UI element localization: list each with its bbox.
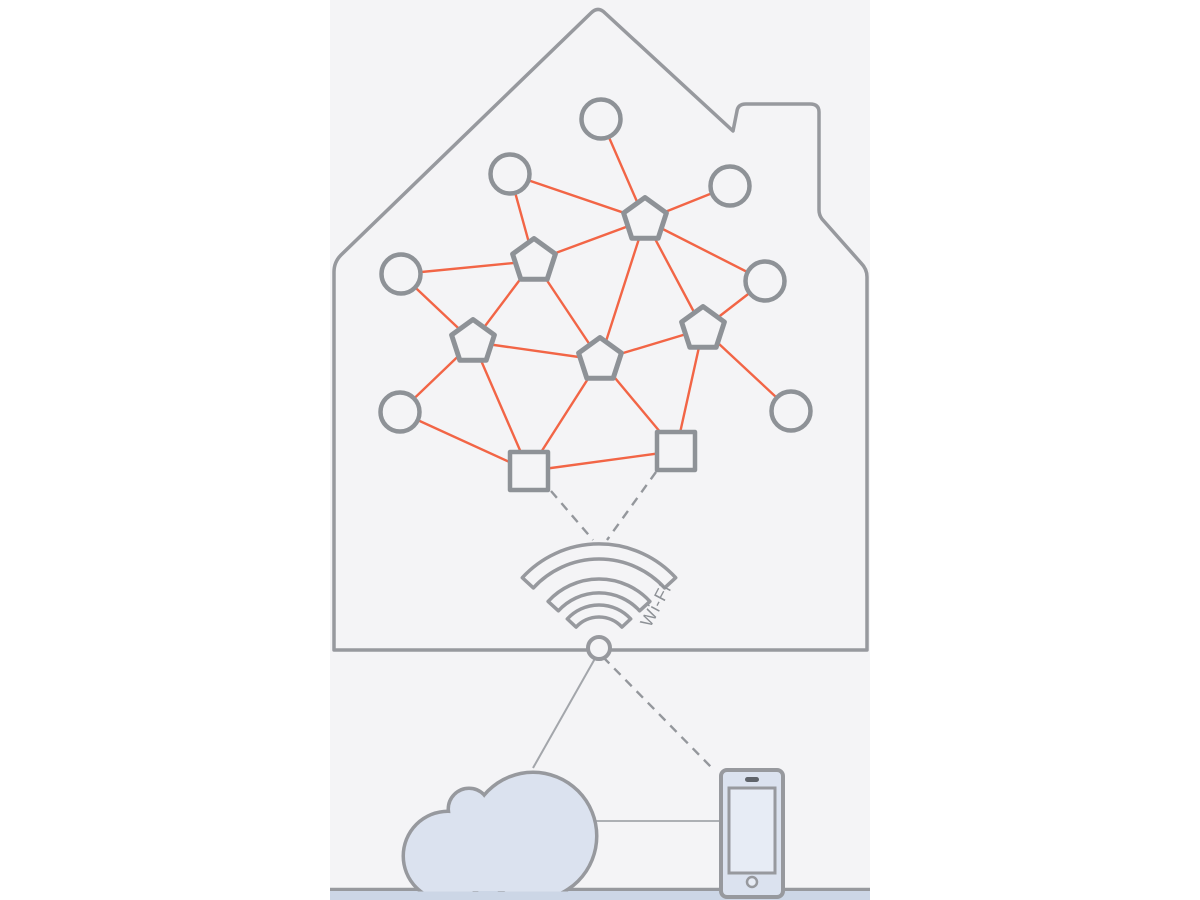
smartphone-icon — [719, 768, 785, 899]
bridge-node — [507, 449, 551, 493]
router-node — [449, 317, 497, 363]
end-device-node — [743, 259, 787, 303]
end-device-node — [579, 97, 623, 141]
router-node — [510, 236, 558, 282]
bridge-node — [654, 429, 698, 473]
mesh-link — [471, 340, 531, 473]
router-node — [576, 335, 624, 381]
mesh-link — [527, 449, 678, 473]
mesh-link — [398, 410, 531, 473]
mesh-link — [399, 259, 536, 276]
wifi-signal-arc — [565, 603, 633, 629]
router-node — [621, 195, 669, 241]
house-outline — [332, 7, 869, 652]
wifi-dashed-link — [550, 490, 594, 541]
phone-home-button — [745, 875, 759, 889]
mesh-link — [643, 218, 767, 283]
wifi-dashed-links — [550, 471, 713, 769]
end-device-node — [769, 389, 813, 433]
wifi-dashed-link — [602, 656, 713, 769]
phone-speaker — [745, 777, 759, 782]
end-device-node — [488, 152, 532, 196]
mesh-link — [598, 218, 647, 362]
end-device-node — [379, 252, 423, 296]
end-device-node — [708, 164, 752, 208]
wifi-dot — [586, 635, 612, 661]
phone-screen — [727, 786, 777, 875]
internet-link — [532, 654, 598, 769]
end-device-node — [378, 390, 422, 434]
wifi-signal-arc — [520, 542, 678, 590]
router-node — [679, 304, 727, 350]
ground-strip — [330, 891, 870, 900]
wifi-dashed-link — [606, 471, 657, 541]
cloud-icon — [401, 770, 599, 892]
content-background — [330, 0, 870, 900]
wifi-signal-arc — [546, 577, 652, 613]
